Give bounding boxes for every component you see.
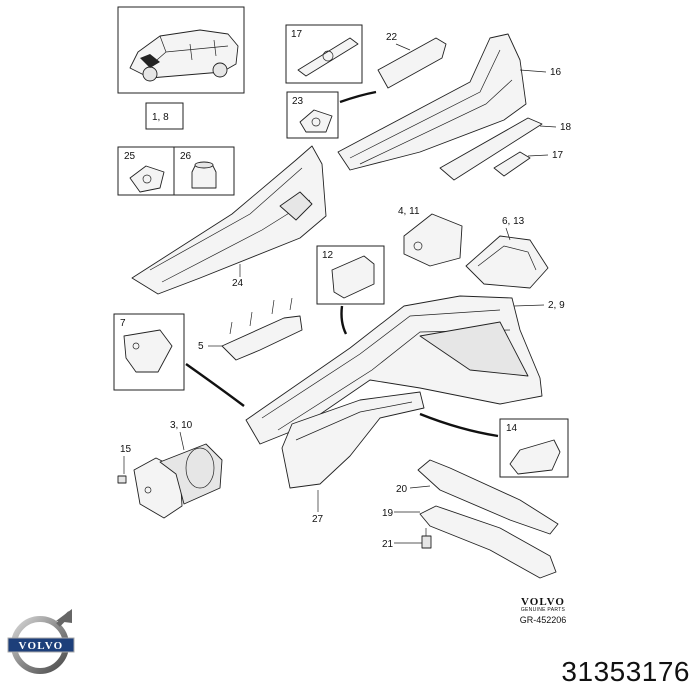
box-25: 25 (117, 146, 175, 196)
label-14: 14 (506, 423, 518, 434)
logo-text: VOLVO (19, 640, 64, 652)
label-20: 20 (396, 484, 408, 495)
label-16: 16 (550, 67, 562, 78)
box-26: 26 (173, 146, 235, 196)
part-18: 18 (439, 117, 572, 181)
brand-block: VOLVO GENUINE PARTS GR-452206 (498, 596, 588, 625)
label-17-right: 17 (552, 150, 564, 161)
part-22: 22 (377, 32, 447, 89)
part-16-upper-rail: 16 (337, 33, 562, 171)
label-21: 21 (382, 539, 394, 550)
label-1-8: 1, 8 (152, 112, 169, 123)
brand-subtitle: GENUINE PARTS (520, 607, 566, 613)
ref-box-1-8: 1, 8 (145, 102, 184, 130)
part-19: 19 (382, 505, 557, 579)
part-20: 20 (396, 459, 559, 535)
box-7: 7 (113, 313, 185, 391)
part-number: 31353176 (561, 656, 690, 687)
part-2-9-main-rail: 2, 9 (245, 295, 565, 445)
part-27: 27 (281, 391, 425, 525)
part-6-13: 6, 13 (465, 216, 549, 289)
part-4-11: 4, 11 (398, 206, 463, 267)
label-18: 18 (560, 122, 572, 133)
label-22: 22 (386, 32, 398, 43)
label-17-top: 17 (291, 29, 303, 40)
vehicle-thumbnail (117, 6, 245, 94)
drawing-code: GR-452206 (519, 615, 567, 625)
part-15-bolt: 15 (117, 444, 132, 484)
part-3-10-mount: 3, 10 (133, 420, 223, 519)
part-17-right: 17 (493, 150, 564, 177)
part-24-rail: 24 (131, 145, 327, 295)
part-5: 5 (198, 297, 303, 361)
label-19: 19 (382, 508, 394, 519)
label-7: 7 (120, 318, 126, 329)
label-26: 26 (180, 151, 192, 162)
label-6-13: 6, 13 (502, 216, 525, 227)
label-12: 12 (322, 250, 334, 261)
label-25: 25 (124, 151, 136, 162)
label-15: 15 (120, 444, 132, 455)
label-4-11: 4, 11 (398, 206, 420, 217)
part-21-bolt: 21 (382, 528, 432, 550)
volvo-logo-icon: VOLVO (7, 609, 75, 674)
label-5: 5 (198, 341, 204, 352)
label-27: 27 (312, 514, 324, 525)
box-14: 14 (499, 418, 569, 478)
label-3-10: 3, 10 (170, 420, 193, 431)
label-24: 24 (232, 278, 244, 289)
box-17-top: 17 (285, 24, 363, 84)
box-12: 12 (316, 245, 385, 305)
brand-name: VOLVO (521, 596, 565, 608)
box-23: 23 (286, 91, 339, 139)
label-2-9: 2, 9 (548, 300, 565, 311)
label-23: 23 (292, 96, 304, 107)
